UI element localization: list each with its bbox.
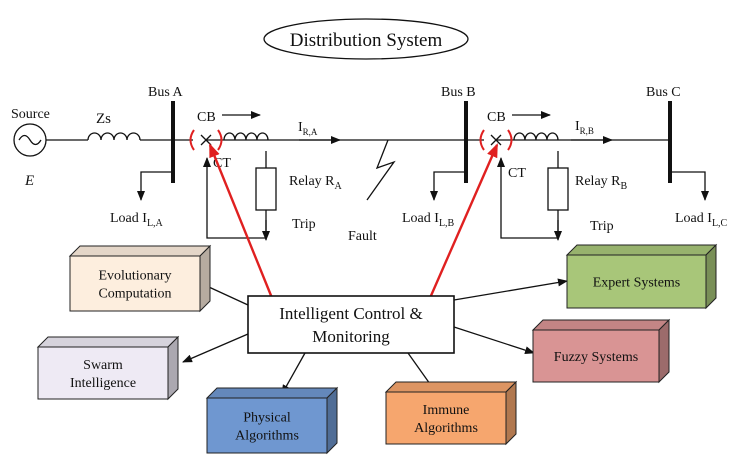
immune-label-line2: Algorithms [414,421,478,436]
fault-label: Fault [348,229,377,244]
load-b-line [430,171,466,201]
load-c-line [670,171,709,201]
expert-box: Expert Systems [565,243,718,310]
ct-b-label: CT [508,166,526,181]
bus-a-label: Bus A [148,85,184,100]
trip-b-label: Trip [590,219,614,234]
immune-label-line1: Immune [423,403,470,418]
expert-box-front [566,254,707,309]
physical-box-side [326,386,338,455]
immune-box-front [385,391,507,445]
expert-label-line1: Expert Systems [593,275,681,290]
swarm-box-side [167,335,179,401]
bus-b-label: Bus B [441,85,476,100]
technique-boxes: EvolutionaryComputationSwarmIntelligence… [36,243,718,455]
swarm-label-line1: Swarm [83,358,123,373]
connector-swarm [182,333,249,363]
relay-b-box [547,167,569,211]
evolutionary-label-line2: Computation [98,286,171,301]
physical-label-line2: Algorithms [235,428,299,443]
cb-b-bracket-right [507,129,513,151]
current-ira-label: IR,A [298,120,318,137]
evolutionary-label-line1: Evolutionary [98,268,171,283]
relay-b-label: Relay RB [575,174,628,192]
fuzzy-box: Fuzzy Systems [531,318,671,384]
connector-fuzzy [453,326,535,355]
evolutionary-box-front [69,255,201,312]
evolutionary-box-side [199,244,211,313]
cb-b-label: CB [487,110,506,125]
title-ellipse [263,18,469,60]
control-monitoring-box [247,295,455,354]
impedance-label: Zs [96,111,111,127]
physical-box-front [206,397,328,454]
ct-b-coil [513,132,559,141]
physical-box-top [205,387,339,399]
swarm-label-line2: Intelligence [70,376,136,391]
control-to-cb-b-arrow [428,143,499,299]
current-irb-label: IR,B [575,119,594,136]
expert-box-side [705,243,717,310]
expert-box-top [565,244,718,256]
connector-expert [453,278,568,301]
load-a-line [137,171,173,201]
fault-symbol [366,139,396,201]
fuzzy-box-side [658,318,670,384]
connector-physical [281,352,306,395]
bus-c-label: Bus C [646,85,681,100]
swarm-box-front [37,346,169,400]
fuzzy-label-line1: Fuzzy Systems [554,350,638,365]
source-symbol: E [24,173,34,189]
load-b-label: Load IL,B [402,211,455,229]
cb-b-bracket-left [479,129,485,151]
cb-a-label: CB [197,110,216,125]
load-c-label: Load IL,C [675,211,728,229]
fuzzy-box-top [531,319,671,331]
ct-a-label: CT [213,156,231,171]
immune-box-side [505,380,517,446]
impedance-coil [87,132,141,141]
load-a-label: Load IL,A [110,211,164,229]
immune-box-top [384,381,518,393]
evolutionary-box-top [68,245,212,257]
relay-a-box [255,167,277,211]
cb-a-bracket-left [189,129,195,151]
source-label: Source [11,107,50,122]
fuzzy-box-front [532,329,660,383]
relay-a-label: Relay RA [289,174,343,192]
ct-a-coil [223,132,269,141]
swarm-box-top [36,336,180,348]
control-monitoring-label-line2: Monitoring [312,327,390,346]
source-sine-glyph [18,134,42,146]
trip-a-label: Trip [292,217,316,232]
control-monitoring-label-line1: Intelligent Control & [279,304,423,323]
physical-label-line1: Physical [243,410,291,425]
diagram-title: Distribution System [290,30,443,51]
control-to-cb-a-arrow [208,143,274,299]
